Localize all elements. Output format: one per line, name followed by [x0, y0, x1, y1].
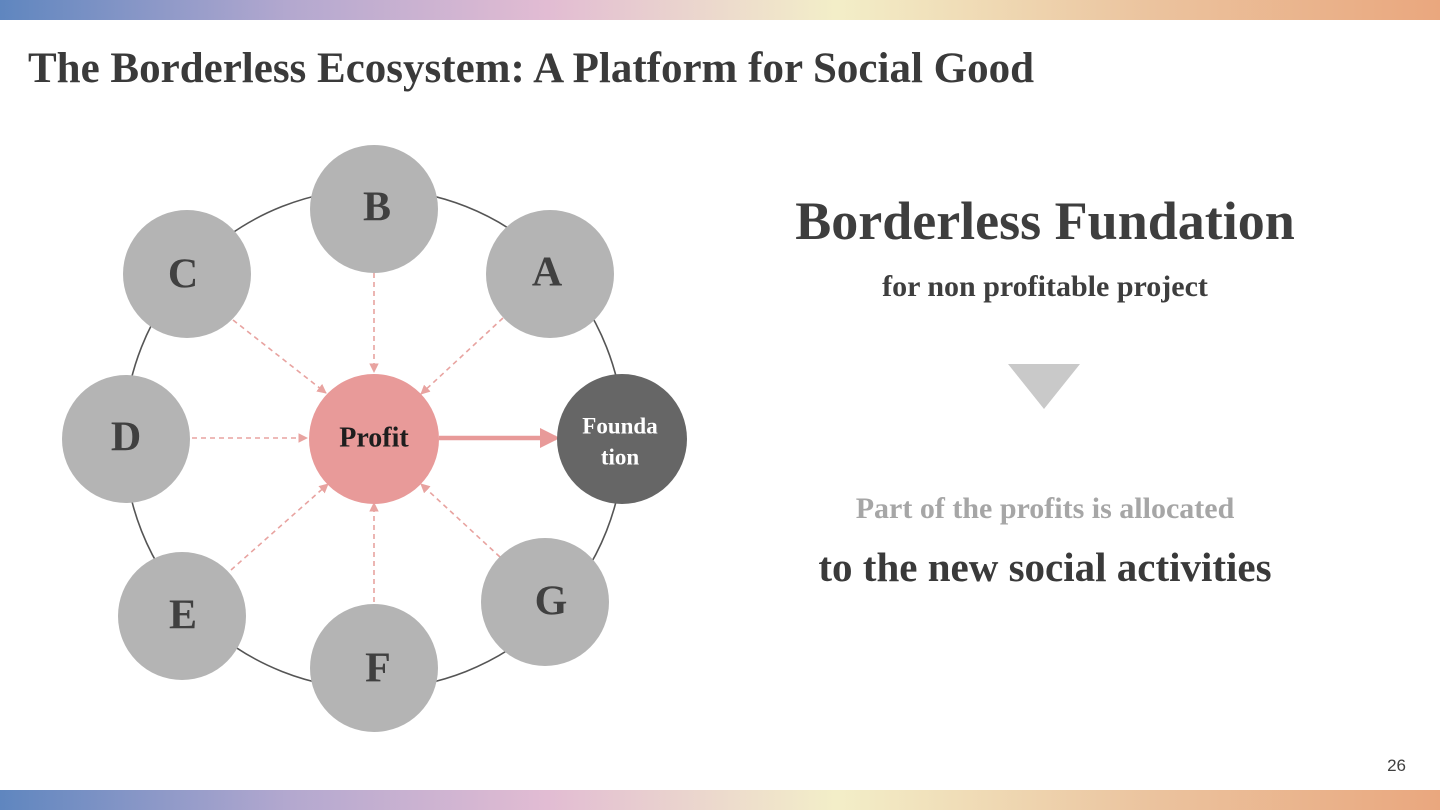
member-node-e: E — [118, 552, 246, 680]
down-arrow-icon — [1008, 364, 1080, 409]
top-gradient-band — [0, 0, 1440, 20]
member-label-a: A — [532, 250, 563, 296]
member-node-c: C — [123, 210, 251, 338]
foundation-label-line1: Founda — [582, 413, 658, 438]
allocation-note: Part of the profits is allocated — [855, 492, 1235, 525]
arrow-a-to-profit — [420, 317, 504, 395]
profit-label: Profit — [339, 422, 409, 453]
member-label-g: G — [535, 579, 568, 625]
foundation-label-line2: tion — [601, 444, 640, 469]
member-label-c: C — [168, 252, 198, 298]
member-node-f: F — [310, 604, 438, 732]
member-label-f: F — [365, 646, 391, 692]
allocation-emphasis: to the new social activities — [818, 544, 1272, 590]
member-node-a: A — [486, 210, 614, 338]
slide-title: The Borderless Ecosystem: A Platform for… — [28, 45, 1035, 92]
page-number: 26 — [1387, 756, 1406, 775]
foundation-node: Founda tion — [557, 374, 687, 504]
profit-node: Profit — [309, 374, 439, 504]
arrow-g-to-profit — [420, 483, 501, 558]
member-node-d: D — [62, 375, 190, 503]
member-label-b: B — [363, 185, 391, 231]
member-node-b: B — [310, 145, 438, 273]
foundation-heading: Borderless Fundation — [795, 191, 1295, 251]
arrow-e-to-profit — [230, 483, 329, 571]
foundation-subheading: for non profitable project — [882, 270, 1208, 303]
member-label-e: E — [169, 593, 197, 639]
bottom-gradient-band — [0, 790, 1440, 810]
arrow-c-to-profit — [232, 319, 327, 394]
contribution-arrows — [192, 273, 561, 602]
member-label-d: D — [111, 415, 141, 461]
member-node-g: G — [481, 538, 609, 666]
